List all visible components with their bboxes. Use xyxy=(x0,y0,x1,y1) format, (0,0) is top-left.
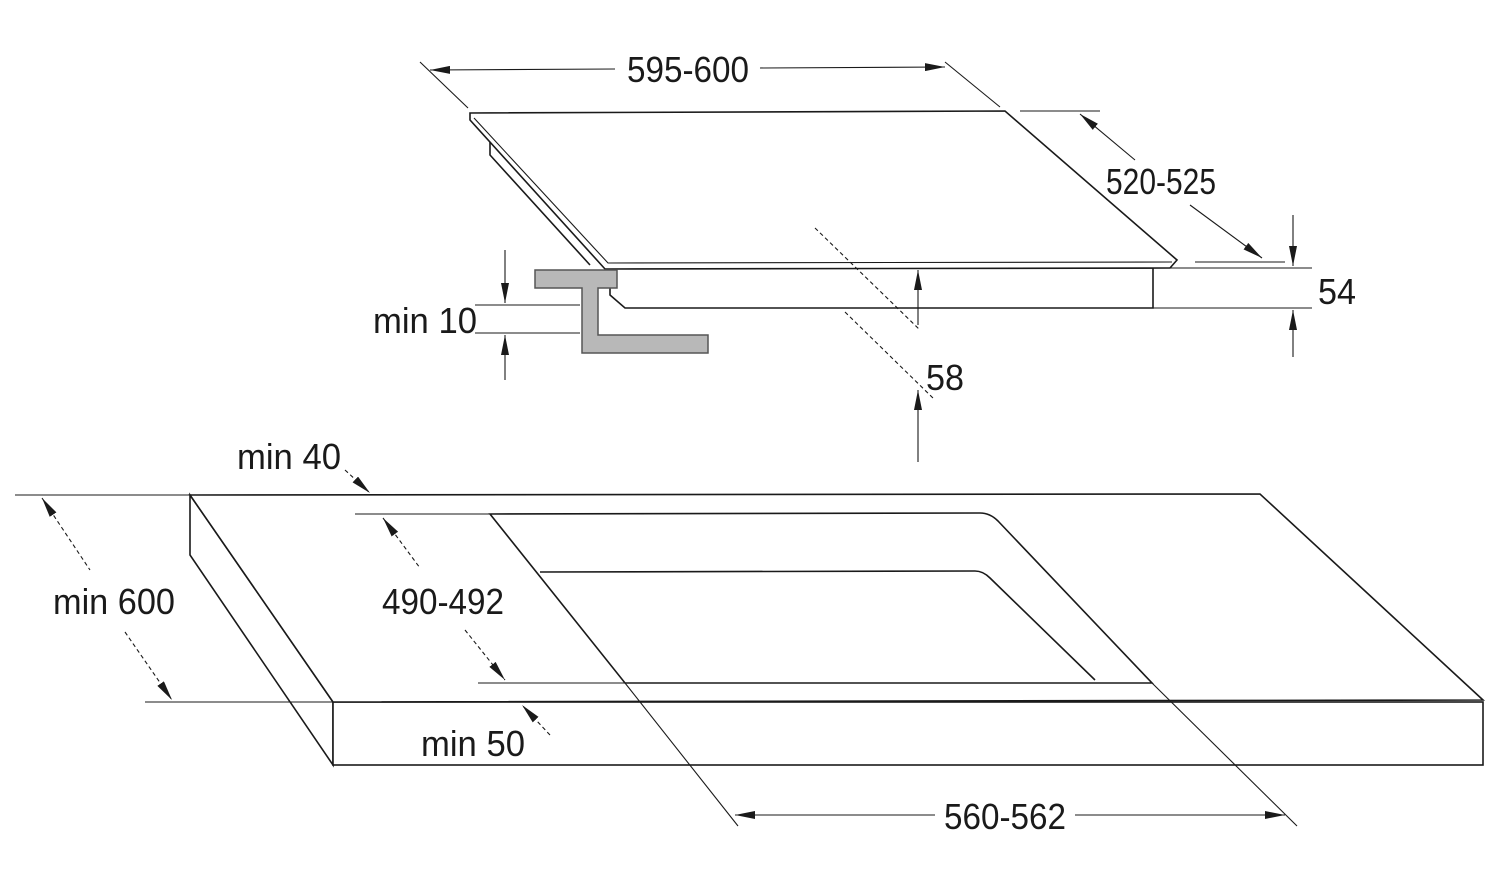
dim-cutout-width xyxy=(624,682,1298,827)
label-58: 58 xyxy=(926,357,964,398)
hob-body xyxy=(609,267,1154,309)
label-cutout-width: 560-562 xyxy=(944,796,1066,837)
label-min-50: min 50 xyxy=(421,723,525,764)
hob xyxy=(469,110,1179,309)
label-min-600: min 600 xyxy=(53,581,175,622)
label-cutout-depth: 490-492 xyxy=(382,581,504,622)
label-hob-width: 595-600 xyxy=(627,49,749,90)
dim-min-40-arrow xyxy=(344,469,371,494)
dim-cutout-depth xyxy=(355,513,625,684)
label-min-10: min 10 xyxy=(373,300,477,341)
dim-min-10 xyxy=(475,250,580,380)
worktop xyxy=(188,492,1486,768)
dim-min-600 xyxy=(15,494,333,703)
dim-hob-width xyxy=(419,61,1001,109)
dim-58 xyxy=(814,227,936,462)
label-min-40: min 40 xyxy=(237,436,341,477)
mounting-bracket xyxy=(534,269,709,354)
label-hob-height: 54 xyxy=(1318,271,1356,312)
label-hob-depth: 520-525 xyxy=(1106,161,1216,202)
cutout-outer xyxy=(488,512,1154,684)
dim-hob-height xyxy=(1150,215,1312,357)
worktop-top xyxy=(188,493,1486,703)
hob-top xyxy=(469,110,1179,270)
cutout-inner xyxy=(539,570,1096,681)
hob-side xyxy=(489,140,591,266)
dim-hob-depth xyxy=(1020,110,1285,263)
